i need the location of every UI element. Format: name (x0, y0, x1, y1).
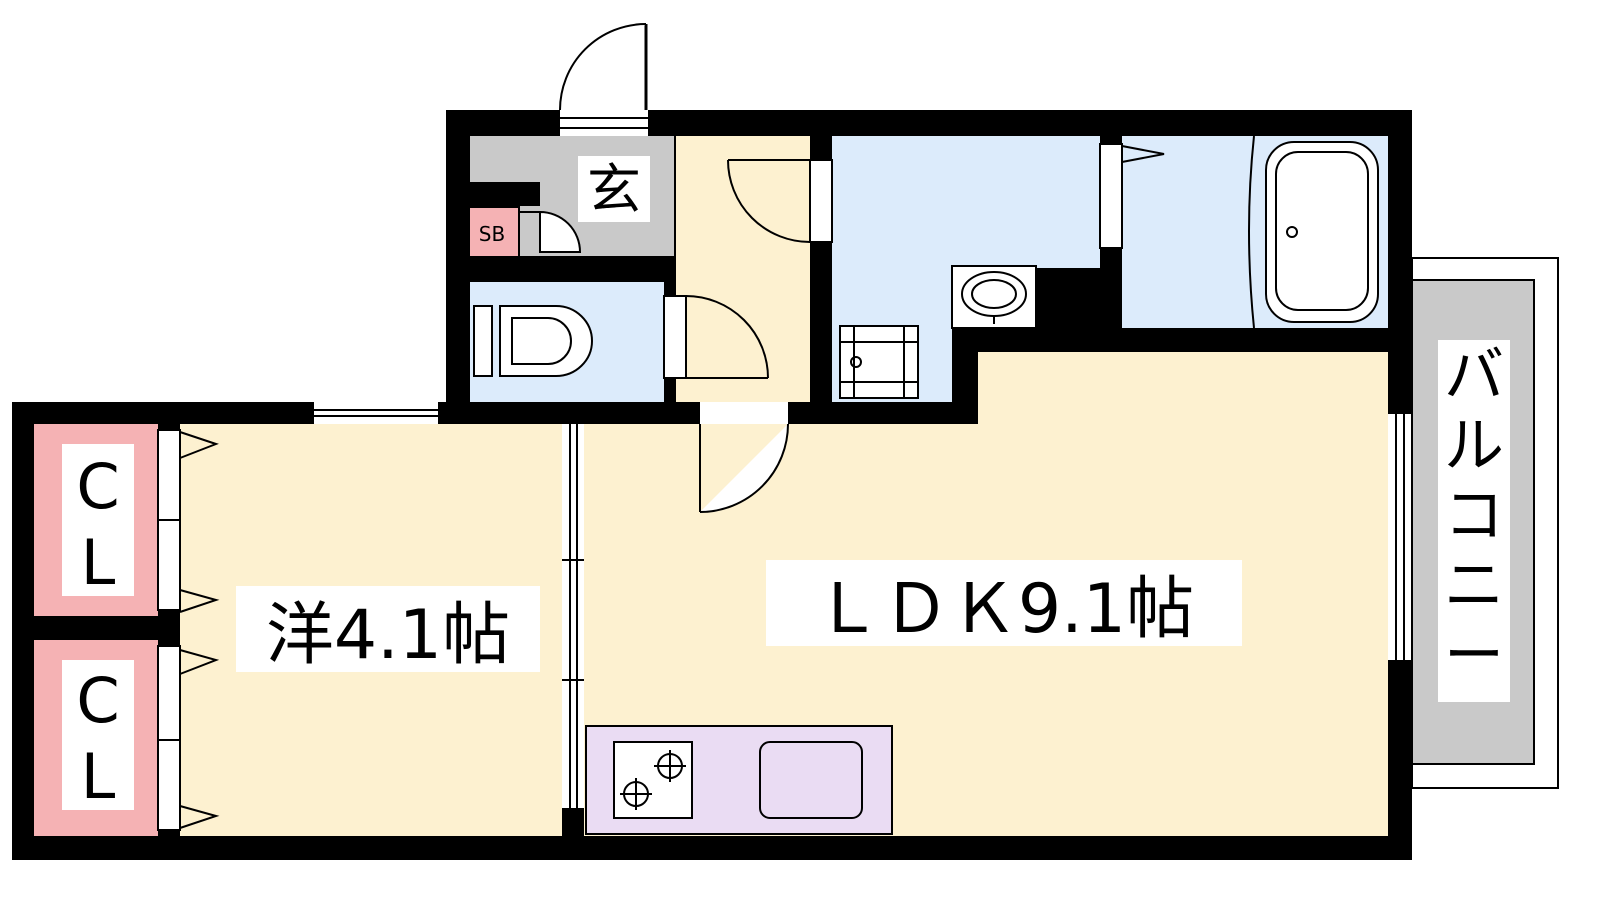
washroom-door-swing-icon (727, 159, 833, 243)
shoe-box-label: SB (479, 222, 505, 246)
shoe-box (470, 208, 518, 256)
balcony-label-4: ニ (1444, 551, 1504, 621)
washing-machine-pan-icon (839, 325, 919, 399)
ldk-label: ＬＤＫ9.1帖 (814, 570, 1194, 649)
genkan-label: 玄 (587, 158, 641, 221)
washbasin-icon (951, 265, 1037, 329)
window-balcony (1388, 414, 1412, 660)
front-door-swing-icon (559, 23, 648, 136)
closet-lower-label-l: L (81, 740, 116, 813)
bathtub-icon (1248, 135, 1379, 329)
ldk-door-swing-icon (699, 402, 789, 513)
balcony-label-2: ル (1444, 411, 1504, 481)
closet-lower-label-c: C (76, 664, 119, 737)
closet-upper-label-l: L (81, 526, 116, 599)
closet-upper-label-c: C (76, 450, 119, 523)
bathroom-door-icon (1099, 143, 1165, 249)
balcony-label-1: バ (1444, 341, 1504, 411)
closet-doors (157, 429, 220, 831)
stove-burner-icon (613, 741, 693, 819)
sliding-partition (562, 424, 584, 808)
window-west (314, 402, 438, 424)
shoe-box-door-swing-icon (520, 210, 582, 253)
western-room-label: 洋4.1帖 (266, 596, 510, 675)
balcony-label-3: コ (1444, 481, 1504, 551)
sink-icon (759, 741, 863, 819)
balcony-label-5: ー (1444, 621, 1504, 691)
toilet-door-swing-icon (663, 295, 769, 379)
toilet-icon (473, 305, 593, 377)
